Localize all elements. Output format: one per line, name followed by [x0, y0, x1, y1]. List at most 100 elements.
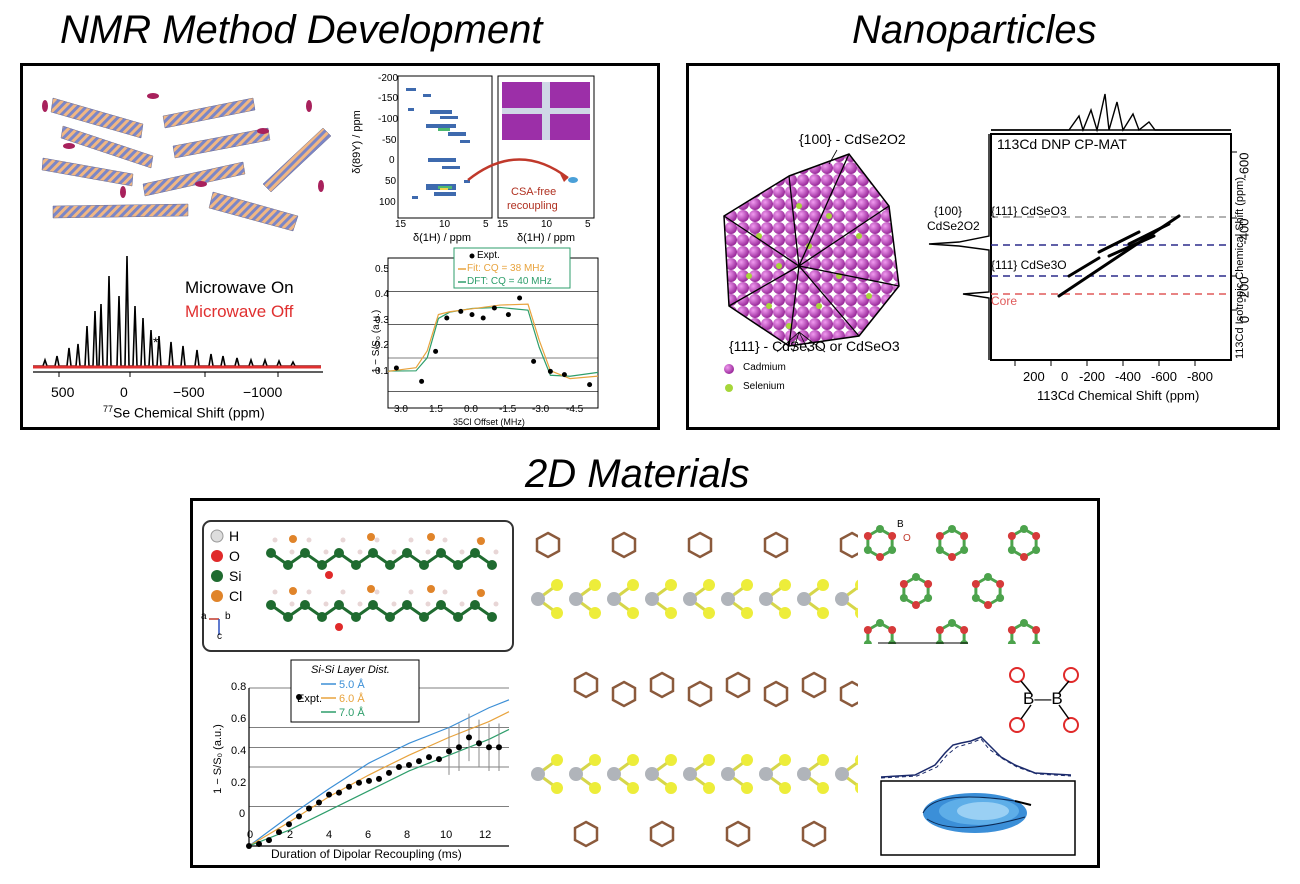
- lattice-metal-atom: [645, 767, 659, 781]
- boron-atom: [960, 532, 969, 540]
- lattice-metal-atom: [531, 767, 545, 781]
- lattice-s-atom: [855, 782, 858, 794]
- atom-legend-o: O: [229, 548, 240, 564]
- si-expt-point: [496, 744, 502, 751]
- si-atom: [487, 560, 497, 570]
- nmr-panel: Microwave On Microwave Off 500 0 −500 −1…: [20, 63, 660, 430]
- boron-atom: [888, 546, 897, 554]
- boron-atom: [935, 546, 944, 554]
- si-ytick-2: 0.4: [231, 745, 247, 757]
- rec-xtick-1: 1.5: [429, 404, 443, 415]
- lattice-s-atom: [703, 579, 715, 591]
- phenyl-ring: [801, 820, 827, 848]
- lattice-s-atom: [665, 607, 677, 619]
- cd-xtick-5: -800: [1187, 369, 1214, 384]
- rec-expt-point: [444, 315, 450, 321]
- si-expt-point: [306, 805, 312, 812]
- phenyl-ring: [611, 531, 637, 559]
- si-expt-point: [316, 799, 322, 806]
- rec-expt-point: [393, 365, 399, 371]
- lattice-s-atom: [741, 607, 753, 619]
- boron-atom: [1020, 619, 1028, 627]
- h-atom: [289, 549, 295, 555]
- si-expt-point: [336, 789, 342, 796]
- si-legend-60: 6.0 Å: [339, 693, 365, 705]
- boron-atom: [863, 532, 872, 540]
- boron-atom: [948, 525, 956, 533]
- si-expt-point: [326, 791, 332, 798]
- rec-expt-point: [491, 305, 497, 311]
- si-expt-point: [466, 734, 472, 741]
- hmqc-xtick-a1: 10: [439, 219, 451, 230]
- si-xtick-3: 6: [365, 829, 372, 841]
- h-atom: [323, 601, 329, 607]
- csa-free-label: CSA-free: [511, 186, 557, 198]
- hmqc-xtick-a2: 5: [483, 219, 489, 230]
- recoupling-plot: [387, 247, 599, 409]
- csa-recoupling-label: recoupling: [507, 200, 558, 212]
- hmqc-xtick-b2: 5: [585, 219, 591, 230]
- h-atom: [493, 549, 499, 555]
- boron-atom: [1007, 640, 1016, 644]
- boron-atom: [924, 580, 933, 588]
- rec-line-2: [387, 306, 599, 377]
- h-atom: [459, 549, 465, 555]
- h-atom: [442, 537, 448, 543]
- cd-xtick-0: 200: [1023, 369, 1045, 384]
- boron-atom: [1020, 525, 1028, 533]
- lattice-s-atom: [665, 754, 677, 766]
- atom-legend-si: Si: [229, 568, 242, 584]
- hmqc-xtick-a0: 15: [395, 219, 407, 230]
- cd-side-label-1: {100}: [934, 204, 963, 218]
- boron-atom: [948, 619, 956, 627]
- lattice-s-atom: [551, 782, 563, 794]
- lattice-s-atom: [589, 607, 601, 619]
- si-ylabel: 1 − S/S₀ (a.u.): [211, 724, 224, 794]
- boron-atom: [888, 626, 897, 634]
- si-atom: [436, 600, 446, 610]
- b-b-dimer-illustration: [1009, 667, 1079, 733]
- hmqc-spectra: [397, 75, 595, 219]
- rec-expt-point: [433, 348, 439, 354]
- hmqc-xtick-b1: 10: [541, 219, 553, 230]
- cd-xtick-2: -200: [1079, 369, 1106, 384]
- cd-xtick-3: -400: [1115, 369, 1142, 384]
- hmqc-xlabel-a: δ(1H) / ppm: [413, 232, 472, 244]
- rec-expt-point: [469, 312, 475, 318]
- lattice-s-atom: [741, 579, 753, 591]
- si-atom: [283, 560, 293, 570]
- se-tick-neg1000: −1000: [243, 384, 283, 400]
- cd-xtick-1: 0: [1061, 369, 1069, 384]
- boron-atom: [912, 601, 920, 609]
- cd-side-label-2: CdSe2O2: [927, 219, 980, 233]
- lattice-metal-atom: [835, 592, 849, 606]
- si-expt-point: [476, 740, 482, 747]
- si-xtick-2: 4: [326, 829, 333, 841]
- phenyl-ring: [649, 820, 675, 848]
- rec-xtick-2: 0.0: [464, 404, 478, 415]
- h-atom: [391, 601, 397, 607]
- rec-ytick-4: 0.1: [375, 366, 389, 377]
- si-expt-point: [356, 779, 362, 786]
- cl-atom: [427, 585, 435, 593]
- h-atom: [357, 601, 363, 607]
- lattice-s-atom: [741, 782, 753, 794]
- si-sim-line-1: [248, 699, 510, 847]
- axis-b: b: [225, 611, 231, 622]
- hmqc-ytick-3: -50: [382, 135, 397, 146]
- cd-ridge-4: [1127, 222, 1171, 246]
- lattice-metal-atom: [759, 592, 773, 606]
- lattice-metal-atom: [645, 592, 659, 606]
- lattice-s-atom: [855, 754, 858, 766]
- phenyl-ring: [687, 680, 713, 708]
- si-atom: [419, 560, 429, 570]
- boron-atom: [876, 553, 884, 561]
- si-expt-point: [246, 843, 252, 849]
- si-expt-point: [386, 769, 392, 776]
- hmqc-ytick-2: -100: [378, 114, 399, 125]
- b-b-label: B—B: [1023, 689, 1063, 708]
- si-atom: [317, 612, 327, 622]
- boron-atom: [960, 546, 969, 554]
- cd-ylabel: 113Cd Isotropic Chemical Shift (ppm): [1233, 177, 1246, 359]
- lattice-s-atom: [779, 782, 791, 794]
